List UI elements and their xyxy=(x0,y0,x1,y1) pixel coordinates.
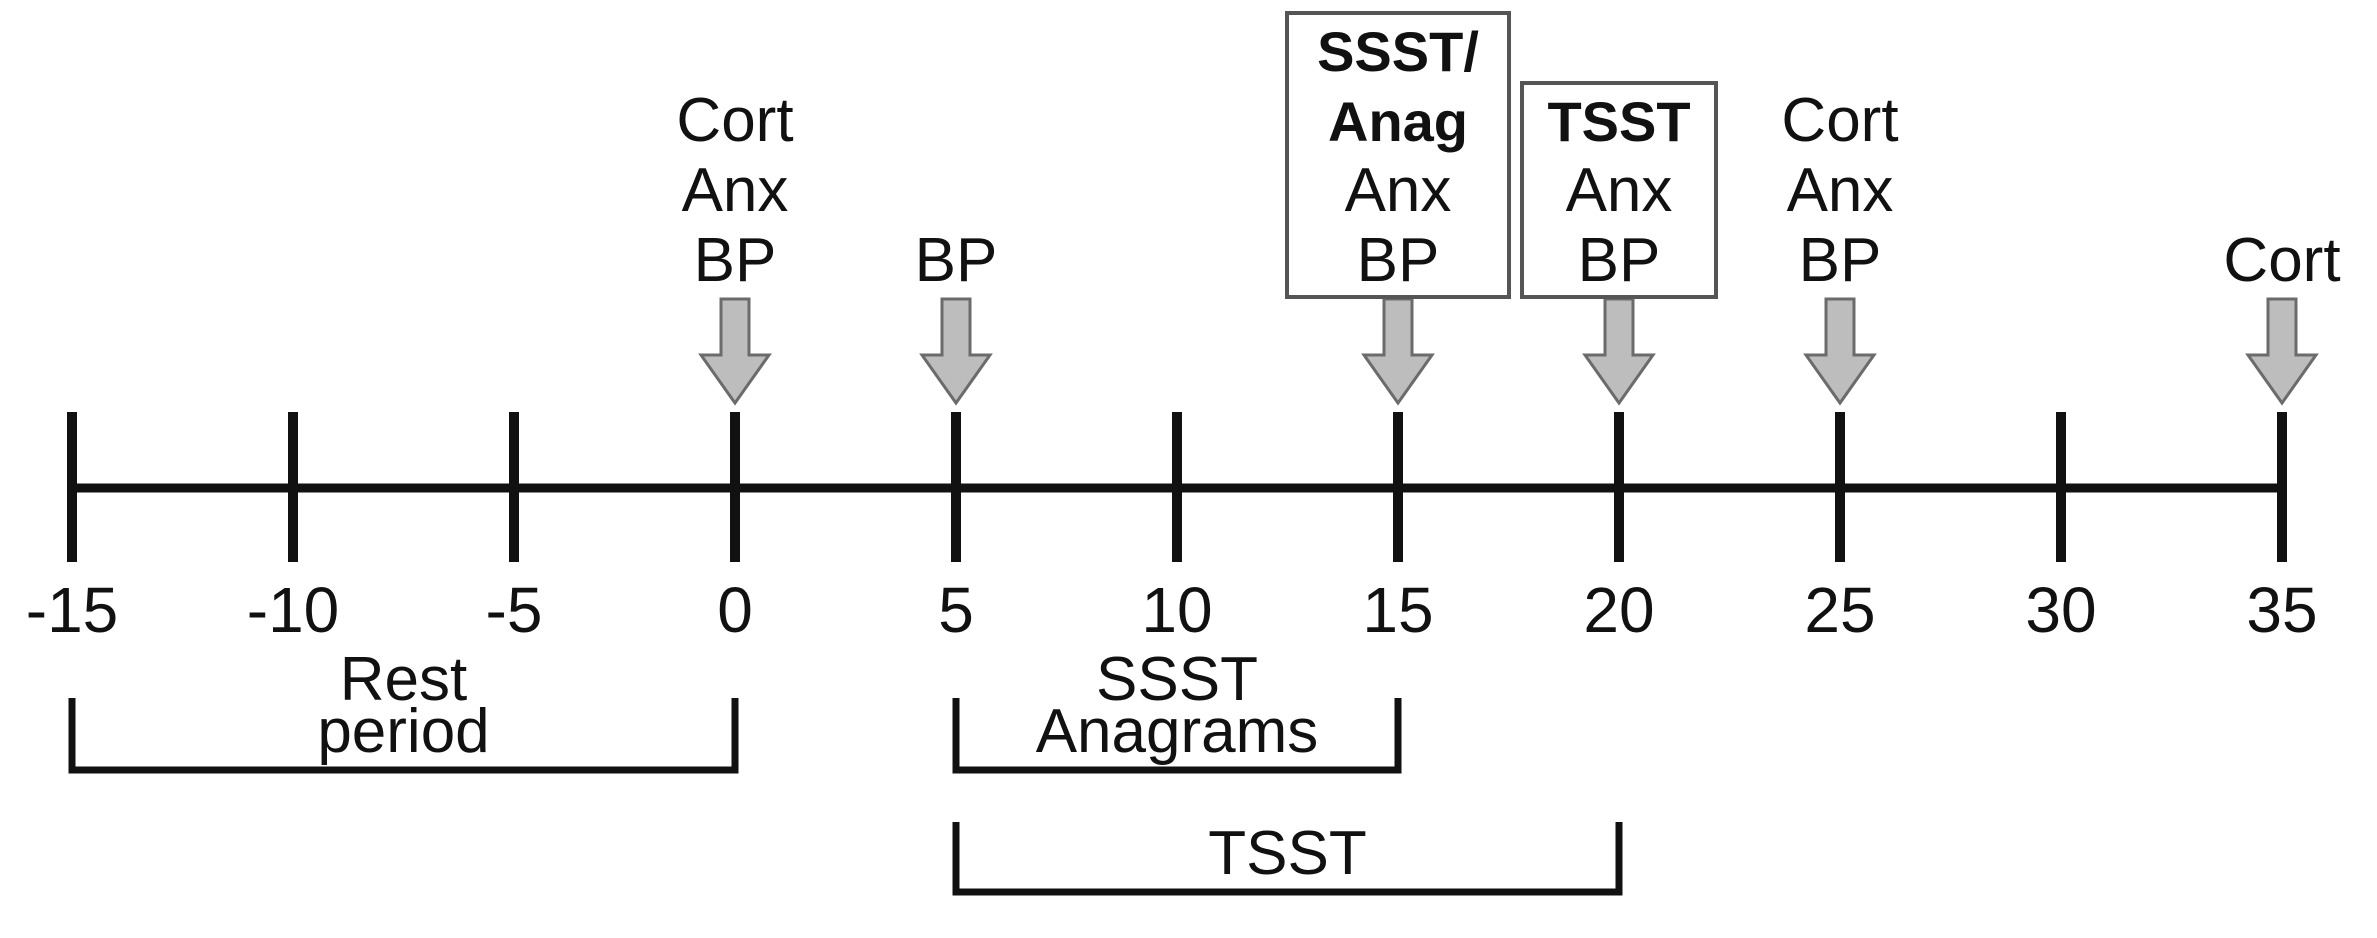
period-label: Anagrams xyxy=(1036,697,1319,766)
down-arrow-icon xyxy=(1361,297,1435,406)
axis-tick-label: -10 xyxy=(247,574,340,646)
measurement-label: TSST xyxy=(1547,90,1690,153)
down-arrow-icon xyxy=(1582,297,1656,406)
measurement-label: Cort xyxy=(1781,86,1898,155)
axis-tick-label: 10 xyxy=(1141,574,1212,646)
axis-tick-label: -5 xyxy=(486,574,543,646)
measurement-label: Cort xyxy=(2223,226,2340,295)
measurement-label: BP xyxy=(694,226,777,295)
axis-tick-label: -15 xyxy=(26,574,119,646)
timeline-axis: -15 -10 -5 0 5 10 15 20 25 30 35 xyxy=(26,412,2318,646)
axis-tick-label: 35 xyxy=(2246,574,2317,646)
axis-tick-label: 30 xyxy=(2025,574,2096,646)
measurement-label: BP xyxy=(1357,226,1440,295)
measurement-label: Anx xyxy=(1566,156,1673,225)
measurement-box xyxy=(1285,11,1511,299)
measurement-label: BP xyxy=(915,226,998,295)
period-label: period xyxy=(317,697,489,766)
measurement-label: Anag xyxy=(1328,90,1468,153)
measurement-label: SSST/ xyxy=(1317,20,1479,83)
period-label: TSST xyxy=(1208,819,1366,888)
period-bracket-rest-period xyxy=(68,698,739,774)
measurement-label: BP xyxy=(1799,226,1882,295)
measurement-label: Anx xyxy=(1787,156,1894,225)
axis-tick-label: 25 xyxy=(1804,574,1875,646)
axis-tick-label: 0 xyxy=(717,574,753,646)
period-bracket-sset-anagrams xyxy=(952,698,1402,774)
down-arrow-icon xyxy=(698,297,772,406)
period-label: Rest xyxy=(340,645,467,714)
down-arrow-icon xyxy=(1803,297,1877,406)
measurement-box xyxy=(1520,81,1718,299)
down-arrow-icon xyxy=(919,297,993,406)
down-arrow-icon xyxy=(2245,297,2319,406)
period-label: SSST xyxy=(1096,645,1258,714)
measurement-label: Anx xyxy=(1345,156,1452,225)
measurement-label: BP xyxy=(1578,226,1661,295)
measurement-label: Cort xyxy=(676,86,793,155)
axis-tick-label: 20 xyxy=(1583,574,1654,646)
measurement-arrows xyxy=(698,297,2319,406)
axis-tick-label: 5 xyxy=(938,574,974,646)
axis-tick-label: 15 xyxy=(1362,574,1433,646)
measurement-label: Anx xyxy=(682,156,789,225)
period-bracket-tsst xyxy=(952,822,1623,896)
